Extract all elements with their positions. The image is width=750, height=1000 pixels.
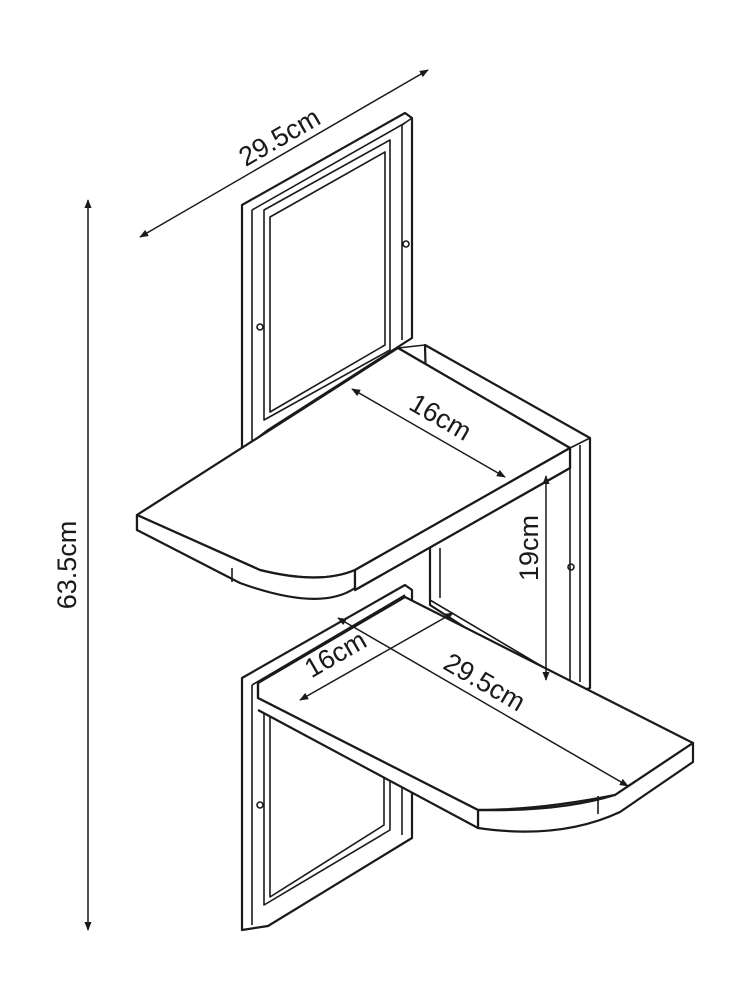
screw-hole-icon <box>256 323 264 331</box>
screw-hole-icon <box>256 801 264 809</box>
dim-label-shelf-gap: 19cm <box>514 515 544 581</box>
dim-label-overall-height: 63.5cm <box>52 521 82 610</box>
screw-hole-icon <box>402 240 410 248</box>
screw-hole-icon <box>567 563 575 571</box>
dim-overall-height: 63.5cm <box>52 199 92 931</box>
